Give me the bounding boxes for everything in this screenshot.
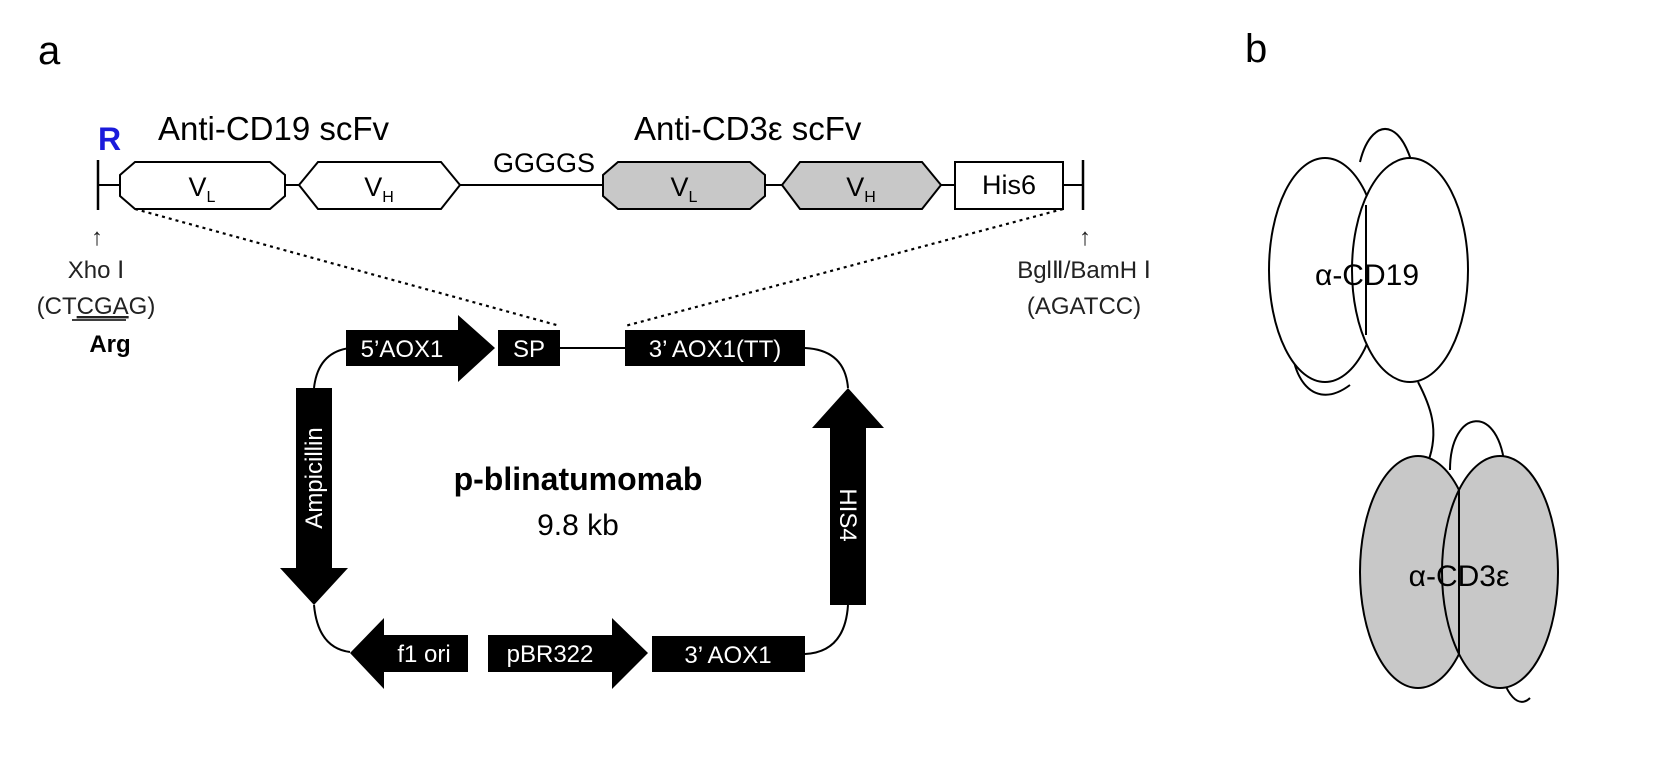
cd3-top-loop — [1449, 420, 1506, 471]
right-restriction-site: ↑ BglⅡ/BamH Ⅰ (AGATCC) — [1017, 224, 1151, 320]
left-restriction-site: ↑ Xho Ⅰ (CTCGAG) Arg — [37, 224, 156, 358]
inter-domain-linker — [1417, 381, 1435, 463]
backbone-arc-bottom-right — [804, 604, 849, 655]
xhoi-label: Xho Ⅰ — [68, 257, 124, 284]
cd19-vh-domain — [297, 161, 462, 210]
sp-label: SP — [513, 336, 545, 363]
cd19-vl-domain — [119, 161, 286, 210]
sp-box — [498, 330, 560, 366]
aox3tt-label: 3’ AOX1(TT) — [649, 336, 781, 363]
f1ori-label: f1 ori — [397, 641, 450, 668]
linker-label: GGGGS — [493, 148, 595, 178]
aox3-box — [652, 636, 805, 672]
zoom-line-left — [134, 207, 561, 328]
f1ori-arrow — [350, 618, 468, 689]
cd19-vh-label: VH — [364, 172, 394, 206]
cd3-vl-domain — [602, 161, 766, 210]
backbone-arc-top-right — [804, 347, 849, 389]
aox5-arrow — [346, 315, 495, 382]
cd19-vl-label: VL — [189, 172, 216, 206]
right-site-arrow: ↑ — [1079, 224, 1091, 251]
his6-label: His6 — [982, 170, 1036, 200]
cd19-domain-right — [1351, 157, 1469, 383]
zoom-line-right — [624, 207, 1064, 328]
aox5-label: 5’AOX1 — [361, 336, 444, 363]
his4-arrow — [812, 388, 884, 605]
bglii-bamhi-label: BglⅡ/BamH Ⅰ — [1017, 257, 1151, 284]
ampicillin-label: Ampicillin — [301, 427, 328, 528]
panel-label-a: a — [38, 29, 61, 73]
backbone-arc-top-left — [313, 347, 351, 389]
construct-schematic: R Anti-CD19 scFv Anti-CD3ε scFv GGGGS VL… — [96, 110, 1085, 210]
plasmid-name: p-blinatumomab — [454, 461, 703, 497]
his6-tag-box — [954, 161, 1064, 210]
pbr322-arrow — [488, 618, 648, 689]
cd3-vh-label: VH — [846, 172, 876, 206]
panel-label-b: b — [1245, 27, 1267, 71]
left-site-arrow: ↑ — [91, 224, 103, 251]
aox3tt-box — [625, 330, 805, 366]
cd3-label: α-CD3ε — [1409, 560, 1510, 593]
backbone-arc-bottom-left — [313, 604, 351, 653]
anti-cd19-title: Anti-CD19 scFv — [158, 110, 390, 147]
cd19-label: α-CD19 — [1315, 259, 1419, 292]
anti-cd3-title: Anti-CD3ε scFv — [634, 110, 862, 147]
r-marker: R — [98, 121, 121, 157]
cd3-vh-domain — [780, 161, 943, 210]
his4-label: HIS4 — [834, 488, 861, 541]
bglii-sequence: (AGATCC) — [1027, 293, 1141, 320]
cd3-domain-right — [1441, 455, 1559, 689]
ampicillin-arrow — [280, 388, 348, 605]
bispecific-molecule: α-CD19 α-CD3ε — [1268, 128, 1559, 703]
arg-label: Arg — [89, 331, 130, 358]
aox3-label: 3’ AOX1 — [684, 642, 771, 669]
cd3-vl-label: VL — [671, 172, 698, 206]
xhoi-sequence: (CTCGAG) — [37, 293, 156, 320]
plasmid-size: 9.8 kb — [537, 509, 619, 542]
plasmid-map: 5’AOX1 SP 3’ AOX1(TT) HIS4 3’ AOX1 pBR32… — [280, 315, 884, 689]
pbr322-label: pBR322 — [507, 641, 594, 668]
